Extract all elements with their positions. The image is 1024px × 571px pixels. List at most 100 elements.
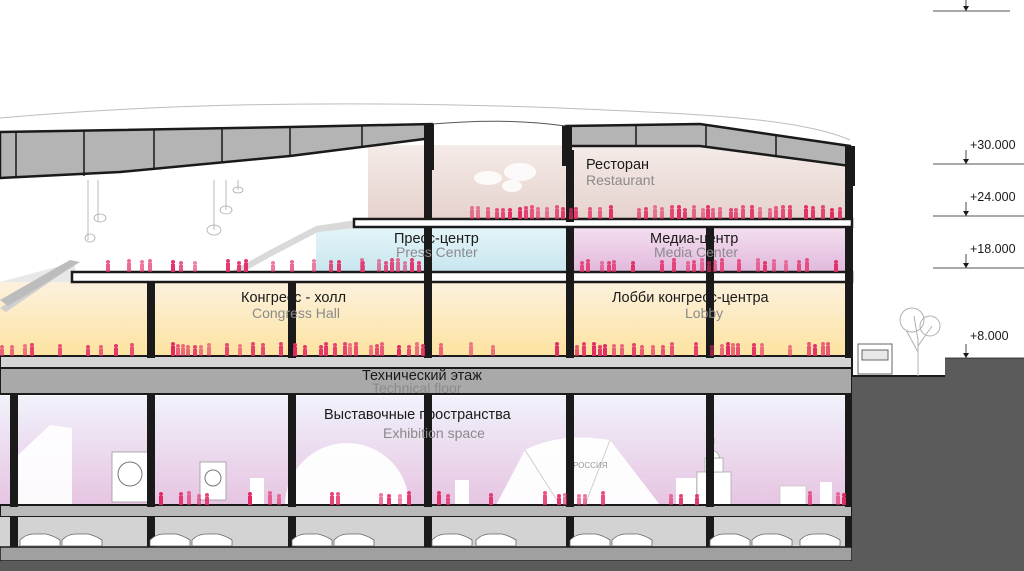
person-figure [805,258,809,272]
person-figure [279,342,283,356]
person-figure [821,205,825,219]
person-figure [501,208,505,219]
restaurant-space [368,145,850,219]
person-figure [380,342,384,356]
person-figure [333,343,337,356]
person-figure [324,342,328,356]
person-figure [756,258,760,272]
person-figure [417,261,421,272]
car-icon [149,533,191,547]
person-figure [718,207,722,219]
person-figure [784,260,788,272]
person-figure [377,259,381,272]
person-figure [491,345,495,356]
label-lobby-ru: Лобби конгресс-центра [612,290,770,306]
person-figure [186,345,190,356]
person-figure [750,205,754,219]
person-figure [437,491,441,505]
person-figure [226,259,230,272]
person-figure [360,258,364,272]
level-marker-30: +30.000 [933,138,1024,165]
person-figure [574,207,578,219]
person-figure [683,208,687,219]
person-figure [653,205,657,219]
person-figure [774,206,778,219]
person-figure [518,207,522,219]
person-figure [277,494,281,505]
car-icon [61,533,103,547]
person-figure [179,261,183,272]
person-figure [271,261,275,272]
person-figure [536,207,540,219]
car-icon [611,533,653,547]
person-figure [293,343,297,356]
person-figure [586,259,590,272]
person-figure [10,345,14,356]
person-figure [731,343,735,356]
person-figure [237,261,241,272]
person-figure [637,208,641,219]
person-figure [171,260,175,272]
person-figure [598,345,602,356]
person-figure [176,344,180,356]
person-figure [772,259,776,272]
person-figure [390,258,394,272]
person-figure [268,491,272,505]
person-figure [808,491,812,505]
person-figure [106,260,110,272]
person-figure [660,207,664,219]
person-figure [826,342,830,356]
person-figure [575,345,579,356]
person-figure [788,205,792,219]
person-figure [707,261,711,272]
person-figure [692,260,696,272]
person-figure [171,342,175,356]
person-figure [354,342,358,356]
person-figure [706,205,710,219]
person-figure [821,342,825,356]
label-media-en: Media Center [654,244,738,260]
person-figure [397,345,401,356]
person-figure [58,344,62,356]
person-figure [807,342,811,356]
person-figure [312,259,316,272]
person-figure [600,261,604,272]
person-figure [148,259,152,272]
person-figure [609,205,613,219]
person-figure [330,492,334,505]
person-figure [251,342,255,356]
person-figure [410,258,414,272]
person-figure [508,208,512,219]
person-figure [582,342,586,356]
level-marker-18: +18.000 [933,242,1024,269]
person-figure [670,205,674,219]
person-figure [836,492,840,505]
person-figure [384,261,388,272]
label-lobby-en: Lobby [685,305,723,321]
person-figure [140,260,144,272]
person-figure [811,206,815,219]
label-media-ru: Медиа-центр [650,231,738,247]
level-marker-24: +24.000 [933,190,1024,217]
person-figure [495,208,499,219]
person-figure [580,261,584,272]
person-figure [720,344,724,356]
person-figure [23,344,27,356]
person-figure [672,258,676,272]
person-figure [736,343,740,356]
label-press-en: Press Center [396,244,478,260]
person-figure [159,492,163,505]
person-figure [130,343,134,356]
person-figure [603,344,607,356]
person-figure [651,345,655,356]
person-figure [396,258,400,272]
car-icon [431,533,473,547]
person-figure [701,208,705,219]
columns [10,150,853,547]
car-icon [191,533,233,547]
person-figure [710,345,714,356]
person-figure [686,261,690,272]
person-figure [734,208,738,219]
person-figure [804,205,808,219]
person-figure [187,491,191,505]
